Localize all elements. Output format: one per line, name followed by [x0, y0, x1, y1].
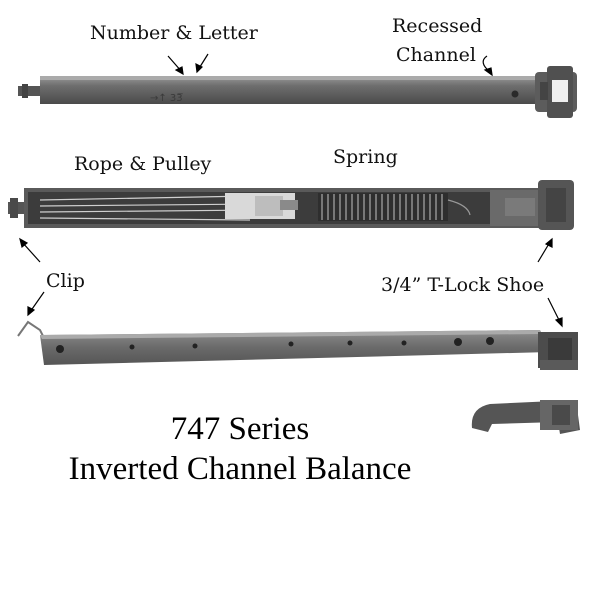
label-spring: Spring: [333, 146, 398, 168]
bottom-balance-channel: [17, 320, 578, 370]
title-line1: 747 Series: [170, 411, 310, 447]
detached-shoe: [471, 400, 580, 434]
label-recessed-line1: Recessed: [392, 15, 483, 37]
pulley: [225, 193, 298, 219]
middle-balance-open: [8, 180, 574, 230]
middle-end-cap: [490, 180, 574, 230]
label-clip: Clip: [46, 270, 85, 292]
callout-arrows: [19, 53, 563, 328]
label-tlock-shoe: 3/4” T-Lock Shoe: [381, 274, 545, 296]
top-end-cap: [535, 66, 577, 118]
stamp-text: →↑ 33̅: [150, 93, 184, 104]
label-rope-pulley: Rope & Pulley: [74, 153, 212, 175]
spring-coil: [318, 193, 471, 221]
label-recessed-line2: Channel: [396, 44, 476, 66]
clip-wire: [17, 320, 45, 339]
top-balance-channel: →↑ 33̅: [18, 66, 577, 118]
label-number-letter: Number & Letter: [90, 22, 258, 44]
t-lock-shoe: [538, 332, 578, 370]
title-line2: Inverted Channel Balance: [68, 451, 412, 487]
